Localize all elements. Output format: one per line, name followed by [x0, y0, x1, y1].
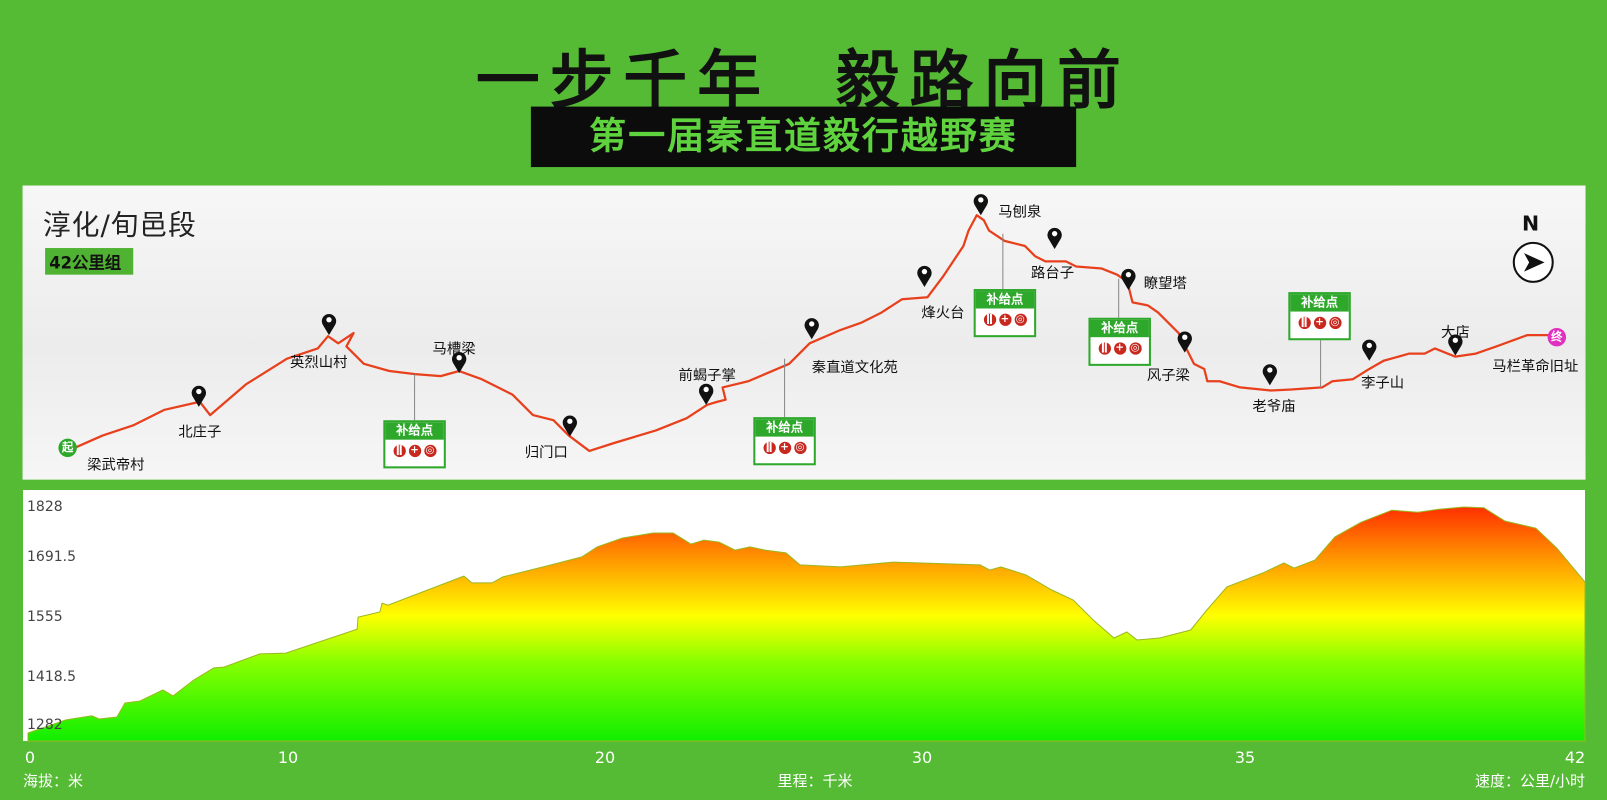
waypoint-label: 老爷庙: [1252, 398, 1296, 416]
medical-icon: +: [778, 441, 791, 455]
supply-label: 补给点: [975, 291, 1035, 309]
map-pin-icon: [973, 194, 989, 216]
event-subtitle: 第一届秦直道毅行越野赛: [530, 106, 1077, 168]
waypoint-label: 马刨泉: [998, 203, 1042, 221]
map-pin-icon: [1262, 364, 1278, 386]
y-tick-label: 1828: [27, 499, 63, 515]
waypoint-label: 马槽梁: [432, 341, 476, 358]
map-pin-icon: [698, 383, 714, 405]
north-label: N: [1521, 211, 1540, 236]
map-pin-icon: [451, 351, 467, 374]
food-icon: ǁ: [393, 444, 406, 458]
waypoint-label: 英烈山村: [290, 354, 348, 372]
waypoint-label: 瞭望塔: [1143, 275, 1187, 293]
medical-icon: +: [998, 313, 1012, 326]
supply-connector: [414, 374, 416, 421]
supply-point: 补给点 ǁ+◎: [1088, 317, 1151, 366]
waypoint-label: 前蝎子掌: [678, 367, 736, 385]
medical-icon: +: [1113, 342, 1126, 355]
medical-icon: +: [408, 444, 421, 458]
y-tick-label: 1555: [27, 609, 63, 625]
waypoint-label: 大店: [1441, 324, 1470, 342]
supply-connector: [1002, 233, 1004, 290]
supply-label: 补给点: [1290, 294, 1349, 312]
supply-point: 补给点 ǁ+◎: [383, 420, 446, 469]
water-icon: ◎: [793, 441, 807, 455]
supply-point: 补给点 ǁ+◎: [1288, 292, 1351, 341]
x-tick-label: 10: [277, 748, 299, 767]
water-icon: ◎: [1014, 313, 1027, 326]
waypoint-label: 北庄子: [178, 424, 222, 441]
map-pin-icon: [1047, 227, 1062, 250]
y-tick-label: 1691.5: [27, 549, 76, 565]
speed-unit-label: 速度：公里/小时: [1474, 772, 1585, 790]
waypoint-label: 秦直道文化苑: [811, 359, 898, 377]
supply-label: 补给点: [385, 422, 444, 440]
food-icon: ǁ: [1298, 316, 1311, 329]
supply-label: 补给点: [1090, 319, 1149, 338]
map-pin-icon: [321, 314, 337, 336]
elevation-unit-label: 海拔：米: [23, 772, 84, 790]
distance-unit-label: 里程：千米: [777, 772, 853, 790]
map-pin-icon: [1177, 331, 1192, 353]
start-marker-icon: 起: [58, 438, 77, 458]
supply-connector: [1118, 278, 1120, 318]
map-pin-icon: [804, 318, 819, 340]
water-icon: ◎: [423, 444, 437, 458]
waypoint-label: 归门口: [524, 444, 568, 462]
x-tick-label: 0: [24, 748, 36, 767]
water-icon: ◎: [1328, 316, 1342, 329]
compass-icon: [1512, 241, 1554, 283]
page-title: 一步千年 毅路向前: [475, 43, 1132, 118]
x-tick-label: 20: [594, 748, 616, 767]
elevation-area: [27, 506, 1586, 742]
supply-connector: [784, 358, 786, 418]
map-pin-icon: [562, 415, 578, 437]
water-icon: ◎: [1128, 342, 1142, 355]
section-title: 淳化/旬邑段: [43, 210, 197, 242]
waypoint-label: 烽火台: [921, 305, 965, 322]
waypoint-label: 路台子: [1031, 265, 1075, 282]
y-tick-label: 1282: [27, 717, 63, 733]
waypoint-label: 马栏革命旧址: [1492, 358, 1579, 376]
end-marker-icon: 终: [1547, 327, 1567, 347]
map-pin-icon: [917, 265, 932, 287]
waypoint-label: 风子梁: [1146, 367, 1190, 385]
map-pin-icon: [1121, 268, 1136, 291]
map-pin-icon: [1362, 339, 1377, 361]
medical-icon: +: [1313, 316, 1326, 329]
food-icon: ǁ: [983, 313, 996, 326]
supply-point: 补给点 ǁ+◎: [753, 417, 816, 466]
x-tick-label: 35: [1234, 748, 1256, 767]
group-badge: 42公里组: [45, 248, 134, 275]
x-tick-label: 30: [911, 748, 933, 767]
food-icon: ǁ: [1098, 342, 1111, 355]
waypoint-label: 梁武帝村: [87, 457, 145, 474]
y-tick-label: 1418.5: [27, 669, 76, 685]
food-icon: ǁ: [763, 441, 776, 455]
waypoint-label: 李子山: [1361, 375, 1405, 392]
map-pin-icon: [1448, 334, 1463, 356]
supply-label: 补给点: [755, 419, 814, 437]
x-tick-label: 42: [1564, 748, 1586, 767]
supply-connector: [1320, 338, 1322, 388]
supply-point: 补给点 ǁ+◎: [973, 289, 1037, 338]
map-pin-icon: [191, 385, 207, 407]
